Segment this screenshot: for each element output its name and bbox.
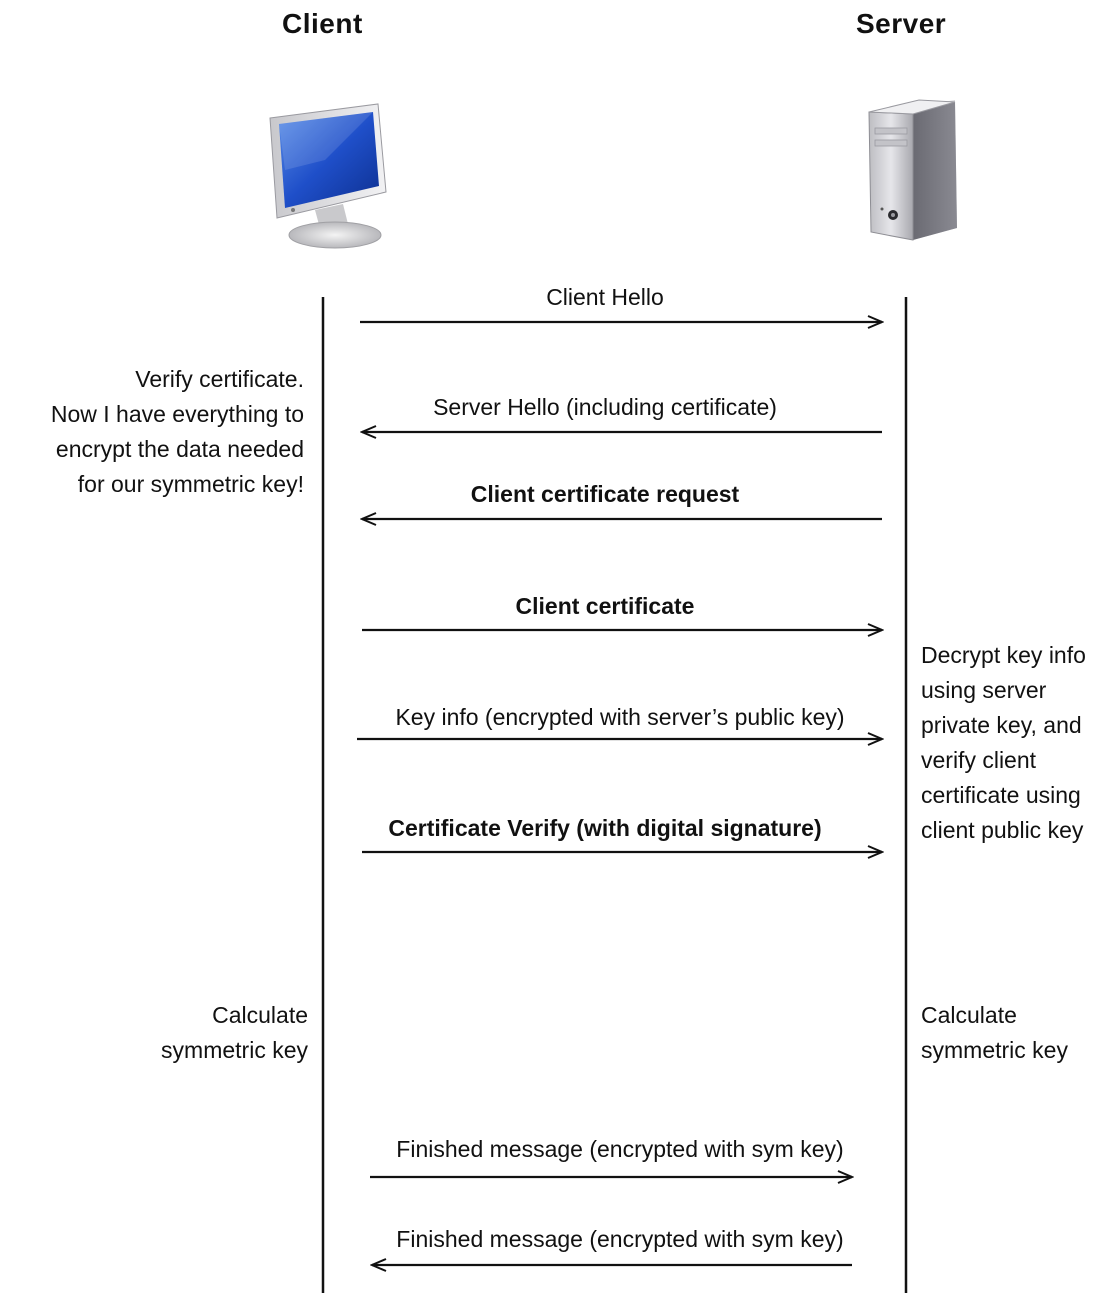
desktop-computer-icon bbox=[265, 100, 390, 250]
client-verify-note: Verify certificate. Now I have everythin… bbox=[50, 366, 304, 497]
message-label: Client certificate request bbox=[470, 481, 740, 507]
client-title: Client bbox=[282, 8, 363, 39]
message-label: Client certificate bbox=[515, 593, 695, 619]
message-label: Server Hello (including certificate) bbox=[433, 394, 777, 420]
message-label: Key info (encrypted with server’s public… bbox=[395, 704, 845, 730]
server-tower-icon bbox=[855, 98, 965, 248]
server-decrypt-note: Decrypt key info using server private ke… bbox=[921, 642, 1086, 843]
message-label: Client Hello bbox=[546, 284, 664, 310]
message-label: Finished message (encrypted with sym key… bbox=[396, 1226, 844, 1252]
message-label: Finished message (encrypted with sym key… bbox=[396, 1136, 844, 1162]
server-calculate-note: Calculate symmetric key bbox=[921, 1002, 1068, 1063]
server-title: Server bbox=[856, 8, 947, 39]
message-label: Certificate Verify (with digital signatu… bbox=[388, 815, 822, 841]
client-calculate-note: Calculate symmetric key bbox=[161, 1002, 308, 1063]
